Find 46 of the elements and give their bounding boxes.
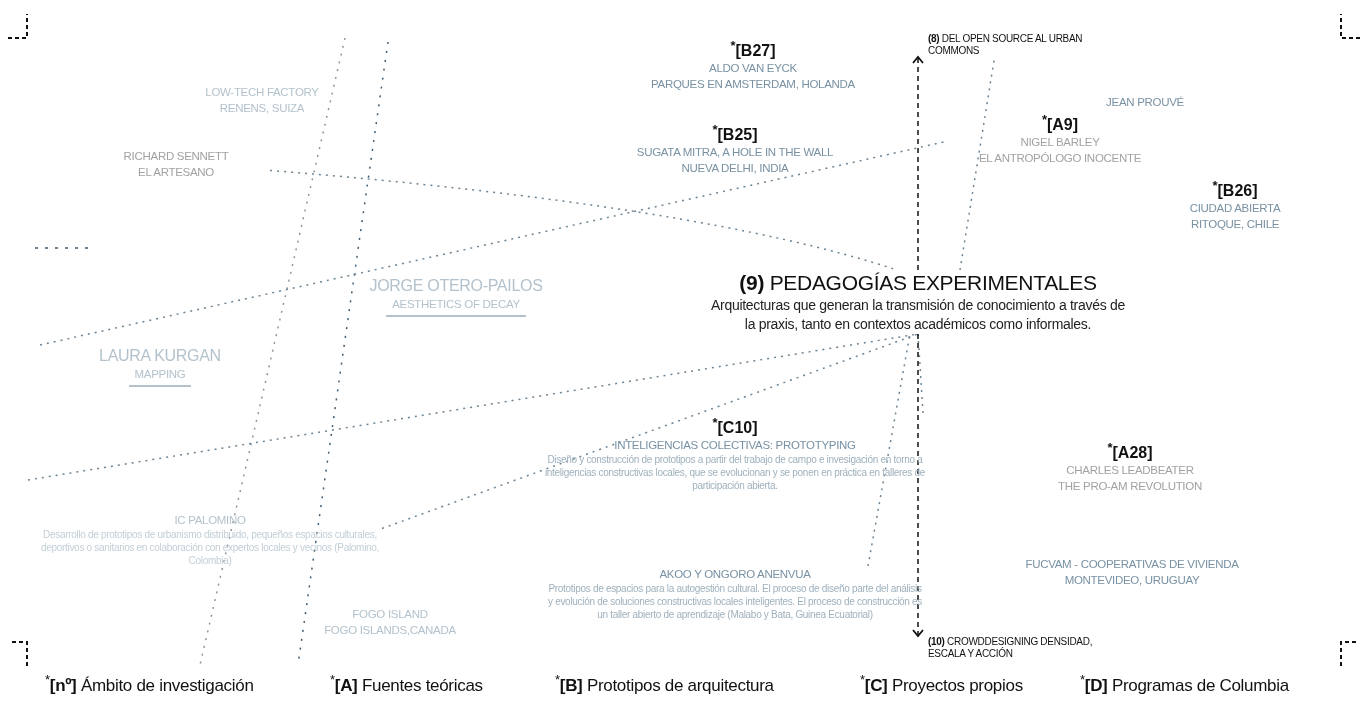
- entry-title: RITOQUE, CHILE: [1190, 217, 1280, 233]
- entry-title: PARQUES EN AMSTERDAM, HOLANDA: [651, 77, 855, 93]
- entry-title: IC PALOMINO: [174, 513, 246, 528]
- arrow: [912, 56, 924, 271]
- topic-title: (9) PEDAGOGÍAS EXPERIMENTALES: [739, 270, 1097, 296]
- reference-code: $^{*}$[B26]: [1212, 177, 1258, 201]
- legend-item: $^{*}$[C] Proyectos propios: [860, 672, 1023, 696]
- entry-title: FOGO ISLAND: [352, 607, 428, 622]
- entry-title: LAURA KURGAN: [99, 346, 221, 366]
- entry-title: INTELIGENCIAS COLECTIVAS: PROTOTYPING: [614, 438, 856, 454]
- entry-title: THE PRO-AM REVOLUTION: [1058, 479, 1202, 495]
- connector-line: [381, 333, 919, 530]
- entry-title: EL ARTESANO: [138, 165, 214, 180]
- reference-code: $^{*}$[A9]: [1041, 111, 1079, 135]
- reference-code: $^{*}$[B27]: [730, 37, 776, 61]
- entry-title: NUEVA DELHI, INDIA: [681, 161, 789, 177]
- arrow: [912, 333, 924, 637]
- entry-title: ALDO VAN EYCK: [709, 61, 797, 77]
- legend-item: $^{*}$[D] Programas de Columbia: [1080, 672, 1289, 696]
- entry-title: FOGO ISLANDS,CANADA: [324, 623, 456, 638]
- entry-title: JORGE OTERO-PAILOS: [369, 276, 543, 296]
- entry-title: MAPPING: [128, 366, 192, 387]
- entry-title: SUGATA MITRA, A HOLE IN THE WALL: [636, 145, 834, 161]
- entry-title: RICHARD SENNETT: [123, 149, 229, 164]
- entry-title: JEAN PROUVÉ: [1106, 95, 1184, 110]
- entry-title: CHARLES LEADBEATER: [1066, 463, 1194, 479]
- entry-title: RENENS, SUIZA: [219, 101, 305, 116]
- entry-title: AESTHETICS OF DECAY: [386, 296, 526, 317]
- entry-description: Prototipos de espacios para la autogestión cultural. El proceso de diseño parte del análisis y evolución de soluciones constructivas locales inteligentes. El proceso de construcción es un taller abierto de aprendizaje (Malabo y Bata, Guinea Ecuatorial): [547, 582, 923, 621]
- axis-label: (8) DEL OPEN SOURCE AL URBAN COMMONS: [928, 33, 1084, 57]
- reference-code: $^{*}$[C10]: [712, 414, 758, 438]
- entry-title: EL ANTROPÓLOGO INOCENTE: [979, 151, 1141, 167]
- entry-title: CIUDAD ABIERTA: [1189, 201, 1281, 217]
- entry-title: LOW-TECH FACTORY: [205, 85, 319, 100]
- reference-code: $^{*}$[B25]: [712, 121, 758, 145]
- entry-title: AKOO Y ONGORO ANENVUA: [659, 567, 811, 582]
- entry-title: NIGEL BARLEY: [1020, 135, 1100, 151]
- legend-item: $^{*}$[nº] Ámbito de investigación: [45, 672, 254, 696]
- entry-title: FUCVAM - COOPERATIVAS DE VIVIENDA: [1025, 557, 1239, 572]
- entry-description: Diseño y construcción de prototipos a partir del trabajo de campo e invesigación en torno a inteligencias constructivas locales, que se evolucionan y se ponen en práctica en talleres de participación abierta.: [543, 453, 927, 493]
- reference-code: $^{*}$[A28]: [1107, 439, 1153, 463]
- topic-description: Arquitecturas que generan la transmisión de conocimiento a través de la praxis, tanto en contextos académicos como informales.: [710, 296, 1126, 334]
- legend-item: $^{*}$[A] Fuentes teóricas: [330, 672, 483, 696]
- axis-label: (10) CROWDDESIGNING DENSIDAD, ESCALA Y ACCIÓN: [928, 636, 1094, 660]
- legend-item: $^{*}$[B] Prototipos de arquitectura: [555, 672, 774, 696]
- entry-title: MONTEVIDEO, URUGUAY: [1064, 573, 1200, 588]
